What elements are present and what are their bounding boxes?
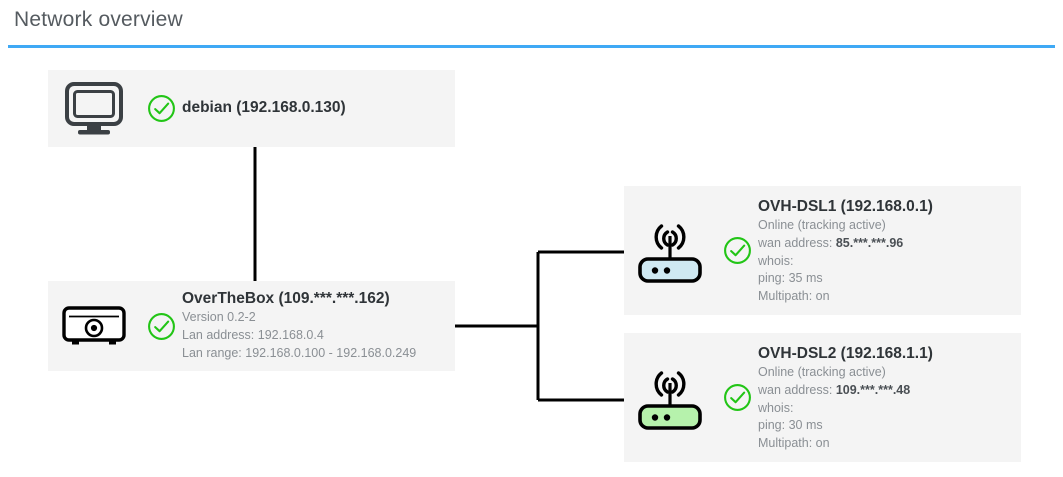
node-detail-whois: whois: xyxy=(758,253,1011,271)
node-detail-label: Lan address: 192.168.0.4 xyxy=(182,328,324,343)
desktop-monitor-icon xyxy=(48,81,140,137)
node-detail-wan-address: wan address: 109.***.***.48 xyxy=(758,382,1011,400)
node-detail-status: Online (tracking active) xyxy=(758,364,1011,382)
node-detail-label: Online (tracking active) xyxy=(758,365,886,380)
set-top-box-icon xyxy=(48,304,140,348)
node-detail-label: Online (tracking active) xyxy=(758,218,886,233)
node-text-wan2: OVH-DSL2 (192.168.1.1) Online (tracking … xyxy=(758,342,1021,453)
node-card-overthebox[interactable]: OverTheBox (109.***.***.162) Version 0.2… xyxy=(48,281,455,371)
node-title-client: debian (192.168.0.130) xyxy=(182,99,346,117)
node-detail-label: Multipath: on xyxy=(758,436,830,451)
node-card-client[interactable]: debian (192.168.0.130) xyxy=(48,70,455,147)
status-check-icon-client xyxy=(140,94,182,123)
node-detail-label: whois: xyxy=(758,253,794,268)
node-detail-lan-range: Lan range: 192.168.0.100 - 192.168.0.249 xyxy=(182,345,445,363)
node-card-wan1[interactable]: OVH-DSL1 (192.168.0.1) Online (tracking … xyxy=(624,186,1021,315)
status-check-icon-wan2 xyxy=(716,383,758,412)
node-card-wan2[interactable]: OVH-DSL2 (192.168.1.1) Online (tracking … xyxy=(624,333,1021,462)
node-detail-multipath: Multipath: on xyxy=(758,288,1011,306)
node-detail-version: Version 0.2-2 xyxy=(182,309,445,327)
node-detail-lan-address: Lan address: 192.168.0.4 xyxy=(182,327,445,345)
status-check-icon-wan1 xyxy=(716,236,758,265)
node-detail-ping: ping: 30 ms xyxy=(758,417,1011,435)
node-title-wan1: OVH-DSL1 (192.168.0.1) xyxy=(758,198,933,216)
node-detail-label: whois: xyxy=(758,400,794,415)
node-detail-label: Multipath: on xyxy=(758,289,830,304)
node-detail-value: 109.***.***.48 xyxy=(835,382,911,397)
node-detail-label: ping: 30 ms xyxy=(758,418,823,433)
node-detail-label: ping: 35 ms xyxy=(758,271,823,286)
node-text-overthebox: OverTheBox (109.***.***.162) Version 0.2… xyxy=(182,289,455,362)
node-detail-label: Version 0.2-2 xyxy=(182,310,256,325)
node-detail-ping: ping: 35 ms xyxy=(758,270,1011,288)
wifi-router-icon xyxy=(624,218,716,284)
page-title: Network overview xyxy=(14,8,183,31)
node-title-overthebox: OverTheBox (109.***.***.162) xyxy=(182,290,390,308)
title-divider xyxy=(8,45,1055,48)
node-text-wan1: OVH-DSL1 (192.168.0.1) Online (tracking … xyxy=(758,195,1021,306)
node-detail-multipath: Multipath: on xyxy=(758,435,1011,453)
node-detail-label: Lan range: 192.168.0.100 - 192.168.0.249 xyxy=(182,345,417,360)
node-detail-wan-address: wan address: 85.***.***.96 xyxy=(758,235,1011,253)
node-detail-label: wan address: xyxy=(758,235,836,250)
wifi-router-icon xyxy=(624,365,716,431)
node-detail-whois: whois: xyxy=(758,400,1011,418)
node-detail-label: wan address: xyxy=(758,382,836,397)
node-detail-status: Online (tracking active) xyxy=(758,217,1011,235)
node-title-wan2: OVH-DSL2 (192.168.1.1) xyxy=(758,345,933,363)
node-detail-value: 85.***.***.96 xyxy=(835,235,904,250)
status-check-icon-overthebox xyxy=(140,312,182,341)
node-text-client: debian (192.168.0.130) xyxy=(182,98,455,118)
